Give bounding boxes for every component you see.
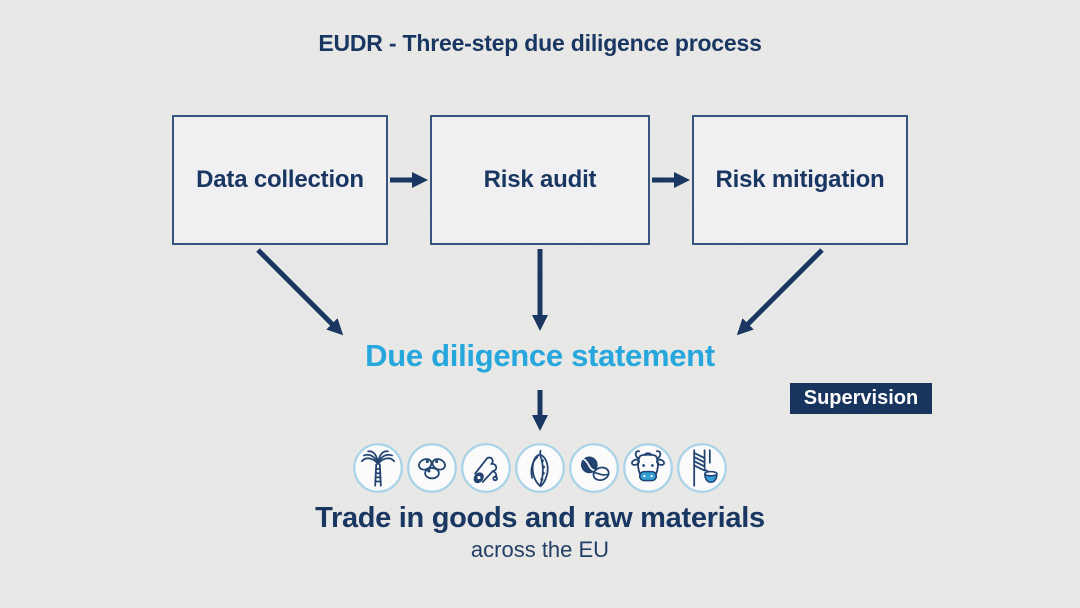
supervision-badge: Supervision <box>790 383 932 414</box>
step-box-risk-mitigation: Risk mitigation <box>692 115 908 245</box>
step-box-data-collection: Data collection <box>172 115 388 245</box>
trade-goods-heading: Trade in goods and raw materials <box>315 502 765 534</box>
due-diligence-statement: Due diligence statement <box>365 338 715 373</box>
supervision-label: Supervision <box>803 387 919 409</box>
trade-goods-subheading: across the EU <box>470 537 610 562</box>
wood-log-icon <box>461 443 511 493</box>
arrow-step3-statement-icon <box>736 248 824 336</box>
soy-beans-icon <box>407 443 457 493</box>
page-title: EUDR - Three-step due diligence process <box>318 30 762 56</box>
commodity-icons-row <box>353 443 727 493</box>
cocoa-pod-icon <box>515 443 565 493</box>
step-box-risk-audit: Risk audit <box>430 115 650 245</box>
palm-tree-icon <box>353 443 403 493</box>
arrow-step1-statement-icon <box>256 248 344 336</box>
step-label: Data collection <box>196 166 364 193</box>
cattle-icon <box>623 443 673 493</box>
rubber-tap-icon <box>677 443 727 493</box>
step-label: Risk mitigation <box>715 166 885 193</box>
step-label: Risk audit <box>483 166 597 193</box>
coffee-beans-icon <box>569 443 619 493</box>
